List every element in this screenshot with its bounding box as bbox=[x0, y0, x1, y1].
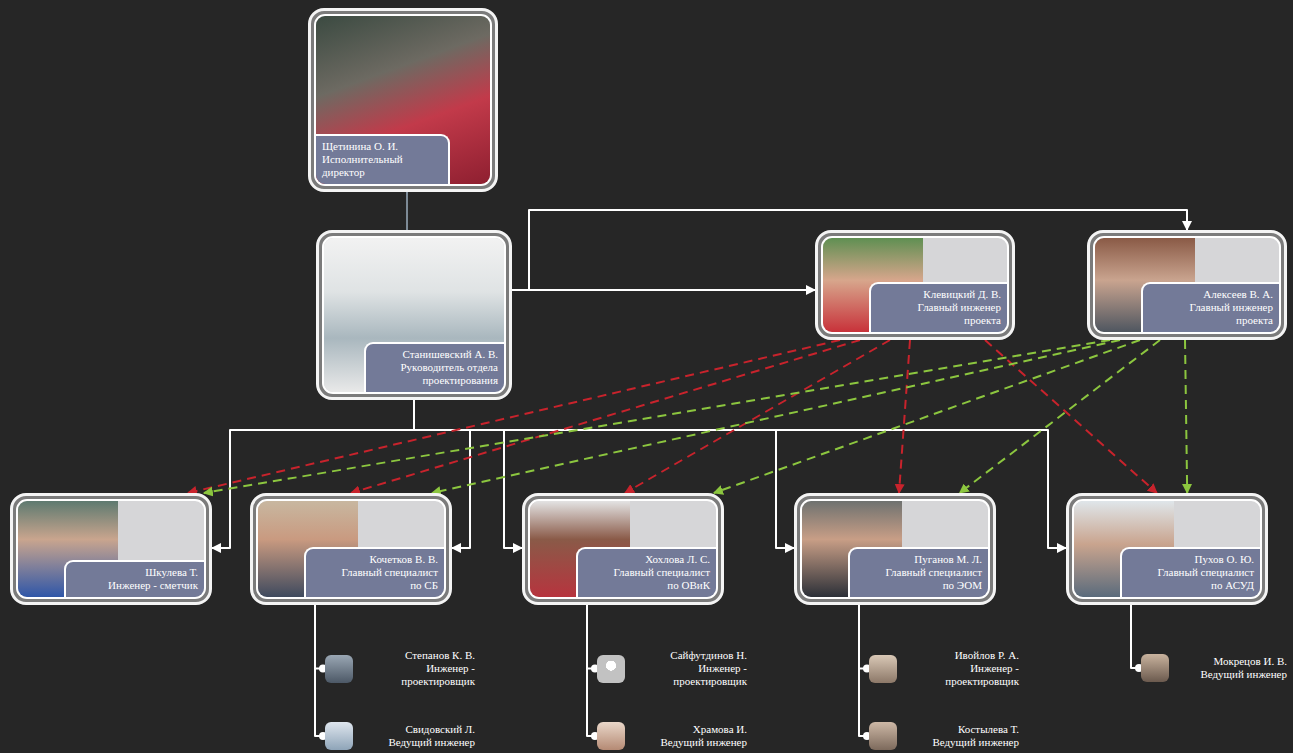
person-name: Сайфутдинов Н. bbox=[647, 649, 747, 662]
team-line bbox=[859, 605, 867, 736]
job-title: Инженер - проектировщик bbox=[919, 662, 1019, 688]
avatar-photo bbox=[1141, 654, 1169, 682]
person-name: Шкулева Т. bbox=[94, 566, 198, 579]
name-plate: Хохлова Л. С.Главный специалист по ОВиК bbox=[576, 547, 716, 597]
team-member: Мокрецов И. В.Ведущий инженер bbox=[1141, 654, 1287, 682]
person-card: Пухов О. Ю.Главный специалист по АСУД bbox=[1066, 493, 1268, 605]
person-card: Станишевский А. В.Руководитель отдела пр… bbox=[316, 230, 512, 400]
person-card: Щетинина О. И.Исполнительный директор bbox=[308, 8, 498, 192]
red-dashed-link bbox=[899, 340, 910, 493]
job-title: Руководитель отдела проектирования bbox=[394, 361, 498, 387]
member-text: Сайфутдинов Н.Инженер - проектировщик bbox=[647, 649, 747, 688]
member-text: Степанов К. В.Инженер - проектировщик bbox=[375, 649, 475, 688]
card-frame: Алексеев В. А.Главный инженер проекта bbox=[1093, 236, 1281, 334]
person-card: Клевицкий Д. В.Главный инженер проекта bbox=[815, 230, 1015, 340]
job-title: Ведущий инженер bbox=[647, 736, 747, 749]
job-title: Главный инженер проекта bbox=[1171, 301, 1273, 327]
team-member: Храмова И.Ведущий инженер bbox=[597, 722, 747, 750]
avatar-photo bbox=[869, 655, 897, 683]
team-line bbox=[587, 605, 595, 736]
team-member: Костылева Т.Ведущий инженер bbox=[869, 722, 1019, 750]
person-name: Станишевский А. В. bbox=[394, 348, 498, 361]
person-name: Пухов О. Ю. bbox=[1150, 553, 1254, 566]
person-name: Пуганов М. Л. bbox=[878, 553, 982, 566]
team-line bbox=[587, 605, 595, 669]
red-dashed-link bbox=[625, 340, 890, 493]
team-line bbox=[315, 605, 323, 736]
reporting-line bbox=[512, 289, 815, 291]
name-plate: Щетинина О. И.Исполнительный директор bbox=[316, 134, 450, 184]
person-name: Алексеев В. А. bbox=[1171, 288, 1273, 301]
card-frame: Клевицкий Д. В.Главный инженер проекта bbox=[821, 236, 1009, 334]
member-text: Костылева Т.Ведущий инженер bbox=[919, 723, 1019, 749]
avatar-photo bbox=[325, 722, 353, 750]
green-dashed-link bbox=[1185, 340, 1187, 493]
job-title: Инженер - проектировщик bbox=[375, 662, 475, 688]
person-card: Шкулева Т.Инженер - сметчик bbox=[10, 493, 212, 605]
reporting-line bbox=[406, 192, 408, 230]
team-member: Степанов К. В.Инженер - проектировщик bbox=[325, 649, 475, 688]
avatar-photo bbox=[597, 655, 625, 683]
person-card: Кочетков В. В.Главный специалист по СБ bbox=[250, 493, 452, 605]
person-name: Костылева Т. bbox=[919, 723, 1019, 736]
job-title: Главный специалист по АСУД bbox=[1150, 566, 1254, 592]
avatar-photo bbox=[597, 722, 625, 750]
person-card: Алексеев В. А.Главный инженер проекта bbox=[1087, 230, 1287, 340]
red-dashed-link bbox=[188, 340, 840, 493]
avatar-photo bbox=[325, 655, 353, 683]
team-line bbox=[315, 605, 323, 669]
name-plate: Алексеев В. А.Главный инженер проекта bbox=[1141, 282, 1279, 332]
green-dashed-link bbox=[432, 340, 1120, 493]
person-card: Хохлова Л. С.Главный специалист по ОВиК bbox=[522, 493, 724, 605]
person-name: Ивойлов Р. А. bbox=[919, 649, 1019, 662]
green-dashed-link bbox=[714, 340, 1140, 493]
team-member: Ивойлов Р. А.Инженер - проектировщик bbox=[869, 649, 1019, 688]
job-title: Ведущий инженер bbox=[1179, 668, 1287, 681]
member-text: Храмова И.Ведущий инженер bbox=[647, 723, 747, 749]
name-plate: Клевицкий Д. В.Главный инженер проекта bbox=[869, 282, 1007, 332]
card-frame: Пуганов М. Л.Главный специалист по ЭОМ bbox=[800, 499, 990, 599]
member-text: Мокрецов И. В.Ведущий инженер bbox=[1179, 655, 1287, 681]
person-name: Мокрецов И. В. bbox=[1179, 655, 1287, 668]
name-plate: Пуганов М. Л.Главный специалист по ЭОМ bbox=[848, 547, 988, 597]
job-title: Ведущий инженер bbox=[375, 736, 475, 749]
team-member: Свидовский Л.Ведущий инженер bbox=[325, 722, 475, 750]
name-plate: Пухов О. Ю.Главный специалист по АСУД bbox=[1120, 547, 1260, 597]
green-dashed-link bbox=[960, 340, 1160, 493]
card-frame: Кочетков В. В.Главный специалист по СБ bbox=[256, 499, 446, 599]
job-title: Главный инженер проекта bbox=[899, 301, 1001, 327]
card-frame: Пухов О. Ю.Главный специалист по АСУД bbox=[1072, 499, 1262, 599]
job-title: Главный специалист по ОВиК bbox=[606, 566, 710, 592]
person-name: Кочетков В. В. bbox=[334, 553, 438, 566]
team-line bbox=[859, 605, 867, 669]
team-member: Сайфутдинов Н.Инженер - проектировщик bbox=[597, 649, 747, 688]
job-title: Инженер - проектировщик bbox=[647, 662, 747, 688]
person-name: Клевицкий Д. В. bbox=[899, 288, 1001, 301]
card-frame: Хохлова Л. С.Главный специалист по ОВиК bbox=[528, 499, 718, 599]
person-name: Хохлова Л. С. bbox=[606, 553, 710, 566]
job-title: Инженер - сметчик bbox=[94, 579, 198, 592]
card-frame: Щетинина О. И.Исполнительный директор bbox=[314, 14, 492, 186]
person-name: Храмова И. bbox=[647, 723, 747, 736]
member-text: Свидовский Л.Ведущий инженер bbox=[375, 723, 475, 749]
job-title: Ведущий инженер bbox=[919, 736, 1019, 749]
name-plate: Шкулева Т.Инженер - сметчик bbox=[64, 560, 204, 597]
avatar-photo bbox=[869, 722, 897, 750]
person-name: Степанов К. В. bbox=[375, 649, 475, 662]
job-title: Исполнительный директор bbox=[322, 153, 422, 179]
person-name: Свидовский Л. bbox=[375, 723, 475, 736]
name-plate: Кочетков В. В.Главный специалист по СБ bbox=[304, 547, 444, 597]
name-plate: Станишевский А. В.Руководитель отдела пр… bbox=[364, 342, 504, 392]
person-card: Пуганов М. Л.Главный специалист по ЭОМ bbox=[794, 493, 996, 605]
person-name: Щетинина О. И. bbox=[322, 140, 422, 153]
member-text: Ивойлов Р. А.Инженер - проектировщик bbox=[919, 649, 1019, 688]
card-frame: Шкулева Т.Инженер - сметчик bbox=[16, 499, 206, 599]
card-frame: Станишевский А. В.Руководитель отдела пр… bbox=[322, 236, 506, 394]
job-title: Главный специалист по ЭОМ bbox=[878, 566, 982, 592]
team-line bbox=[1131, 605, 1139, 668]
job-title: Главный специалист по СБ bbox=[334, 566, 438, 592]
red-dashed-link bbox=[351, 340, 860, 493]
